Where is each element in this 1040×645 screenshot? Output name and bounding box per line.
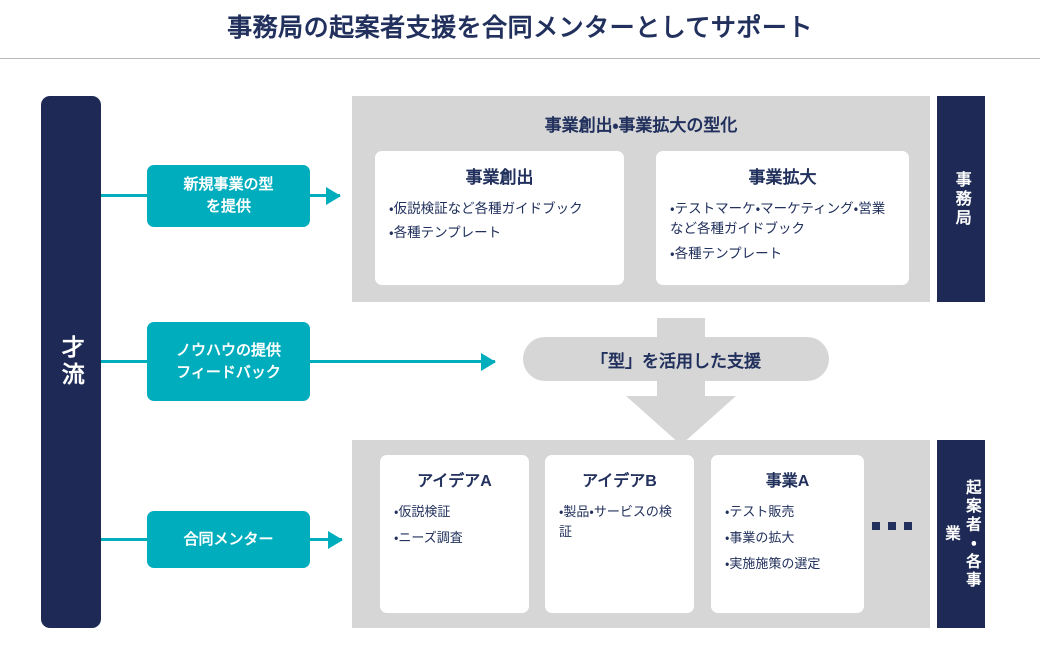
support-pill[interactable]: 「型」を活用した支援 [523, 337, 829, 381]
card-business-expansion-bullets: ・テストマーケ・マーケティング・営業 など各種ガイドブック ・各種テンプレート [670, 199, 895, 264]
right-sidebar-secretariat-label: 事務局 [952, 170, 970, 228]
right-sidebar-initiators-label: 起案者・各事業 [943, 478, 981, 590]
card-business-a-title: 事業A [765, 473, 810, 490]
service-box-joint-mentor[interactable]: 合同メンター [147, 511, 310, 568]
service-box-3-line1: 合同メンター [183, 530, 274, 548]
down-arrow-icon [626, 318, 736, 445]
bullet-item: ・実施施策の選定 [725, 556, 821, 572]
bullet-item: ・各種テンプレート [389, 225, 502, 241]
service-box-knowhow-feedback[interactable]: ノウハウの提供 フィードバック [147, 322, 310, 401]
ellipsis-dot [904, 522, 912, 530]
card-idea-b[interactable]: アイデアB ・製品・サービスの検証 [545, 455, 694, 613]
card-idea-a-bullets: ・仮説検証 ・ニーズ調査 [394, 502, 515, 548]
service-box-1-text: 新規事業の型 を提供 [183, 174, 273, 218]
arrow-to-support-pill [310, 360, 495, 363]
bullet-item: ・仮説検証など各種ガイドブック [389, 201, 583, 216]
support-pill-label: 「型」を活用した支援 [591, 351, 761, 371]
top-panel-heading: 事業創出・事業拡大の型化 [544, 116, 738, 135]
service-box-2-line1: ノウハウの提供 [175, 341, 281, 359]
ellipsis-icon [872, 522, 912, 530]
card-idea-a[interactable]: アイデアA ・仮説検証 ・ニーズ調査 [380, 455, 529, 613]
card-business-creation-title: 事業創出 [465, 168, 534, 187]
connector-line-top [101, 194, 151, 197]
card-idea-a-title: アイデアA [417, 473, 492, 490]
card-business-creation-bullets: ・仮説検証など各種ガイドブック ・各種テンプレート [389, 199, 610, 244]
service-box-2-line2: フィードバック [176, 363, 281, 381]
card-business-expansion[interactable]: 事業拡大 ・テストマーケ・マーケティング・営業 など各種ガイドブック ・各種テン… [656, 151, 909, 285]
service-box-1-line1: 新規事業の型 [183, 176, 274, 194]
page-title: 事務局の起案者支援を合同メンターとしてサポート [227, 14, 813, 42]
bullet-item: ・事業の拡大 [725, 530, 795, 546]
down-arrow-container [611, 318, 751, 448]
card-business-expansion-title: 事業拡大 [748, 168, 817, 187]
card-business-creation[interactable]: 事業創出 ・仮説検証など各種ガイドブック ・各種テンプレート [375, 151, 624, 285]
arrow-to-top-panel [310, 194, 340, 197]
service-box-2-text: ノウハウの提供 フィードバック [176, 340, 281, 384]
card-idea-b-title: アイデアB [582, 473, 657, 490]
arrow-to-bottom-panel [310, 538, 342, 541]
card-business-a[interactable]: 事業A ・テスト販売 ・事業の拡大 ・実施施策の選定 [711, 455, 864, 613]
brand-bar-label: 才流 [58, 335, 85, 389]
brand-bar: 才流 [41, 96, 101, 628]
service-box-1-line2: を提供 [205, 198, 251, 215]
card-business-a-bullets: ・テスト販売 ・事業の拡大 ・実施施策の選定 [725, 502, 850, 574]
bullet-item: ・仮説検証 [394, 504, 451, 519]
bullet-item: ・テスト販売 [725, 504, 795, 519]
right-sidebar-secretariat: 事務局 [937, 96, 985, 302]
service-box-new-business-model[interactable]: 新規事業の型 を提供 [147, 165, 310, 227]
bullet-item: ・各種テンプレート [670, 245, 783, 261]
connector-line-bottom [101, 538, 151, 541]
ellipsis-dot [888, 522, 896, 530]
bullet-item: ・ニーズ調査 [394, 530, 463, 546]
card-idea-b-bullets: ・製品・サービスの検証 [559, 502, 680, 542]
ellipsis-dot [872, 522, 880, 530]
bullet-item: ・テストマーケ・マーケティング・営業 など各種ガイドブック [670, 201, 886, 237]
right-sidebar-initiators: 起案者・各事業 [937, 440, 985, 628]
title-divider [0, 58, 1040, 59]
connector-line-middle [101, 360, 151, 363]
bullet-item: ・製品・サービスの検証 [559, 504, 672, 540]
